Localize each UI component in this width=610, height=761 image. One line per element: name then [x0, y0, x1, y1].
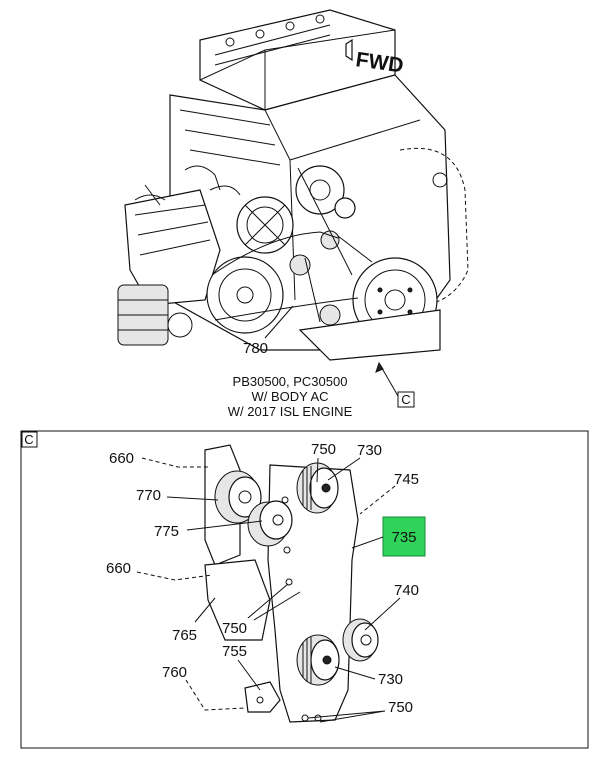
callout-775-leader	[186, 520, 263, 531]
callout-775: 775	[154, 523, 179, 540]
view-c-ref-label: C	[401, 392, 410, 407]
callout-660-mid: 660	[106, 560, 131, 577]
callout-755: 755	[222, 643, 247, 660]
callout-780-leader	[264, 305, 294, 339]
callout-730-top: 730	[357, 442, 382, 459]
callout-660-top-leader	[141, 457, 210, 468]
callout-750-mid: 750	[222, 620, 247, 637]
callout-750-top-leader	[316, 457, 319, 483]
part-735-highlight[interactable]	[382, 516, 426, 557]
callout-660-top: 660	[109, 450, 134, 467]
callout-730-bot: 730	[378, 671, 403, 688]
caption-line-1: PB30500, PC30500	[233, 374, 348, 389]
callout-750-bot: 750	[388, 699, 413, 716]
detail-view-corner-label: C	[24, 432, 33, 447]
callout-750-mid-leaders	[247, 583, 301, 621]
callout-730-top-leader	[327, 457, 361, 481]
callout-770: 770	[136, 487, 161, 504]
engine-illustration: FWD 780	[117, 9, 469, 361]
callout-745-leader	[359, 485, 396, 515]
callout-780: 780	[243, 340, 268, 357]
callout-750-bot-leaders	[307, 710, 386, 723]
detail-view-frame	[20, 430, 589, 749]
view-c-arrowhead-icon	[375, 361, 384, 373]
callout-765-leader	[194, 597, 216, 623]
callout-740: 740	[394, 582, 419, 599]
callout-770-leader	[166, 496, 219, 501]
callout-760-leader	[185, 679, 246, 711]
part-735-label: 735	[391, 529, 416, 546]
caption-line-3: W/ 2017 ISL ENGINE	[228, 404, 353, 419]
callout-760: 760	[162, 664, 187, 681]
callout-730-bot-leader	[334, 666, 376, 680]
detail-view-corner-box	[21, 431, 38, 448]
callout-660-mid-leader	[136, 571, 213, 581]
forward-arrow-icon	[345, 38, 353, 62]
part-735-leader	[351, 536, 384, 549]
callout-740-leader	[364, 597, 401, 631]
callout-755-leader	[237, 659, 261, 691]
view-c-ref-box	[397, 391, 415, 408]
callout-765: 765	[172, 627, 197, 644]
caption-line-2: W/ BODY AC	[251, 389, 328, 404]
callout-750-top: 750	[311, 441, 336, 458]
callout-745: 745	[394, 471, 419, 488]
detail-bracket-assembly	[204, 444, 379, 723]
